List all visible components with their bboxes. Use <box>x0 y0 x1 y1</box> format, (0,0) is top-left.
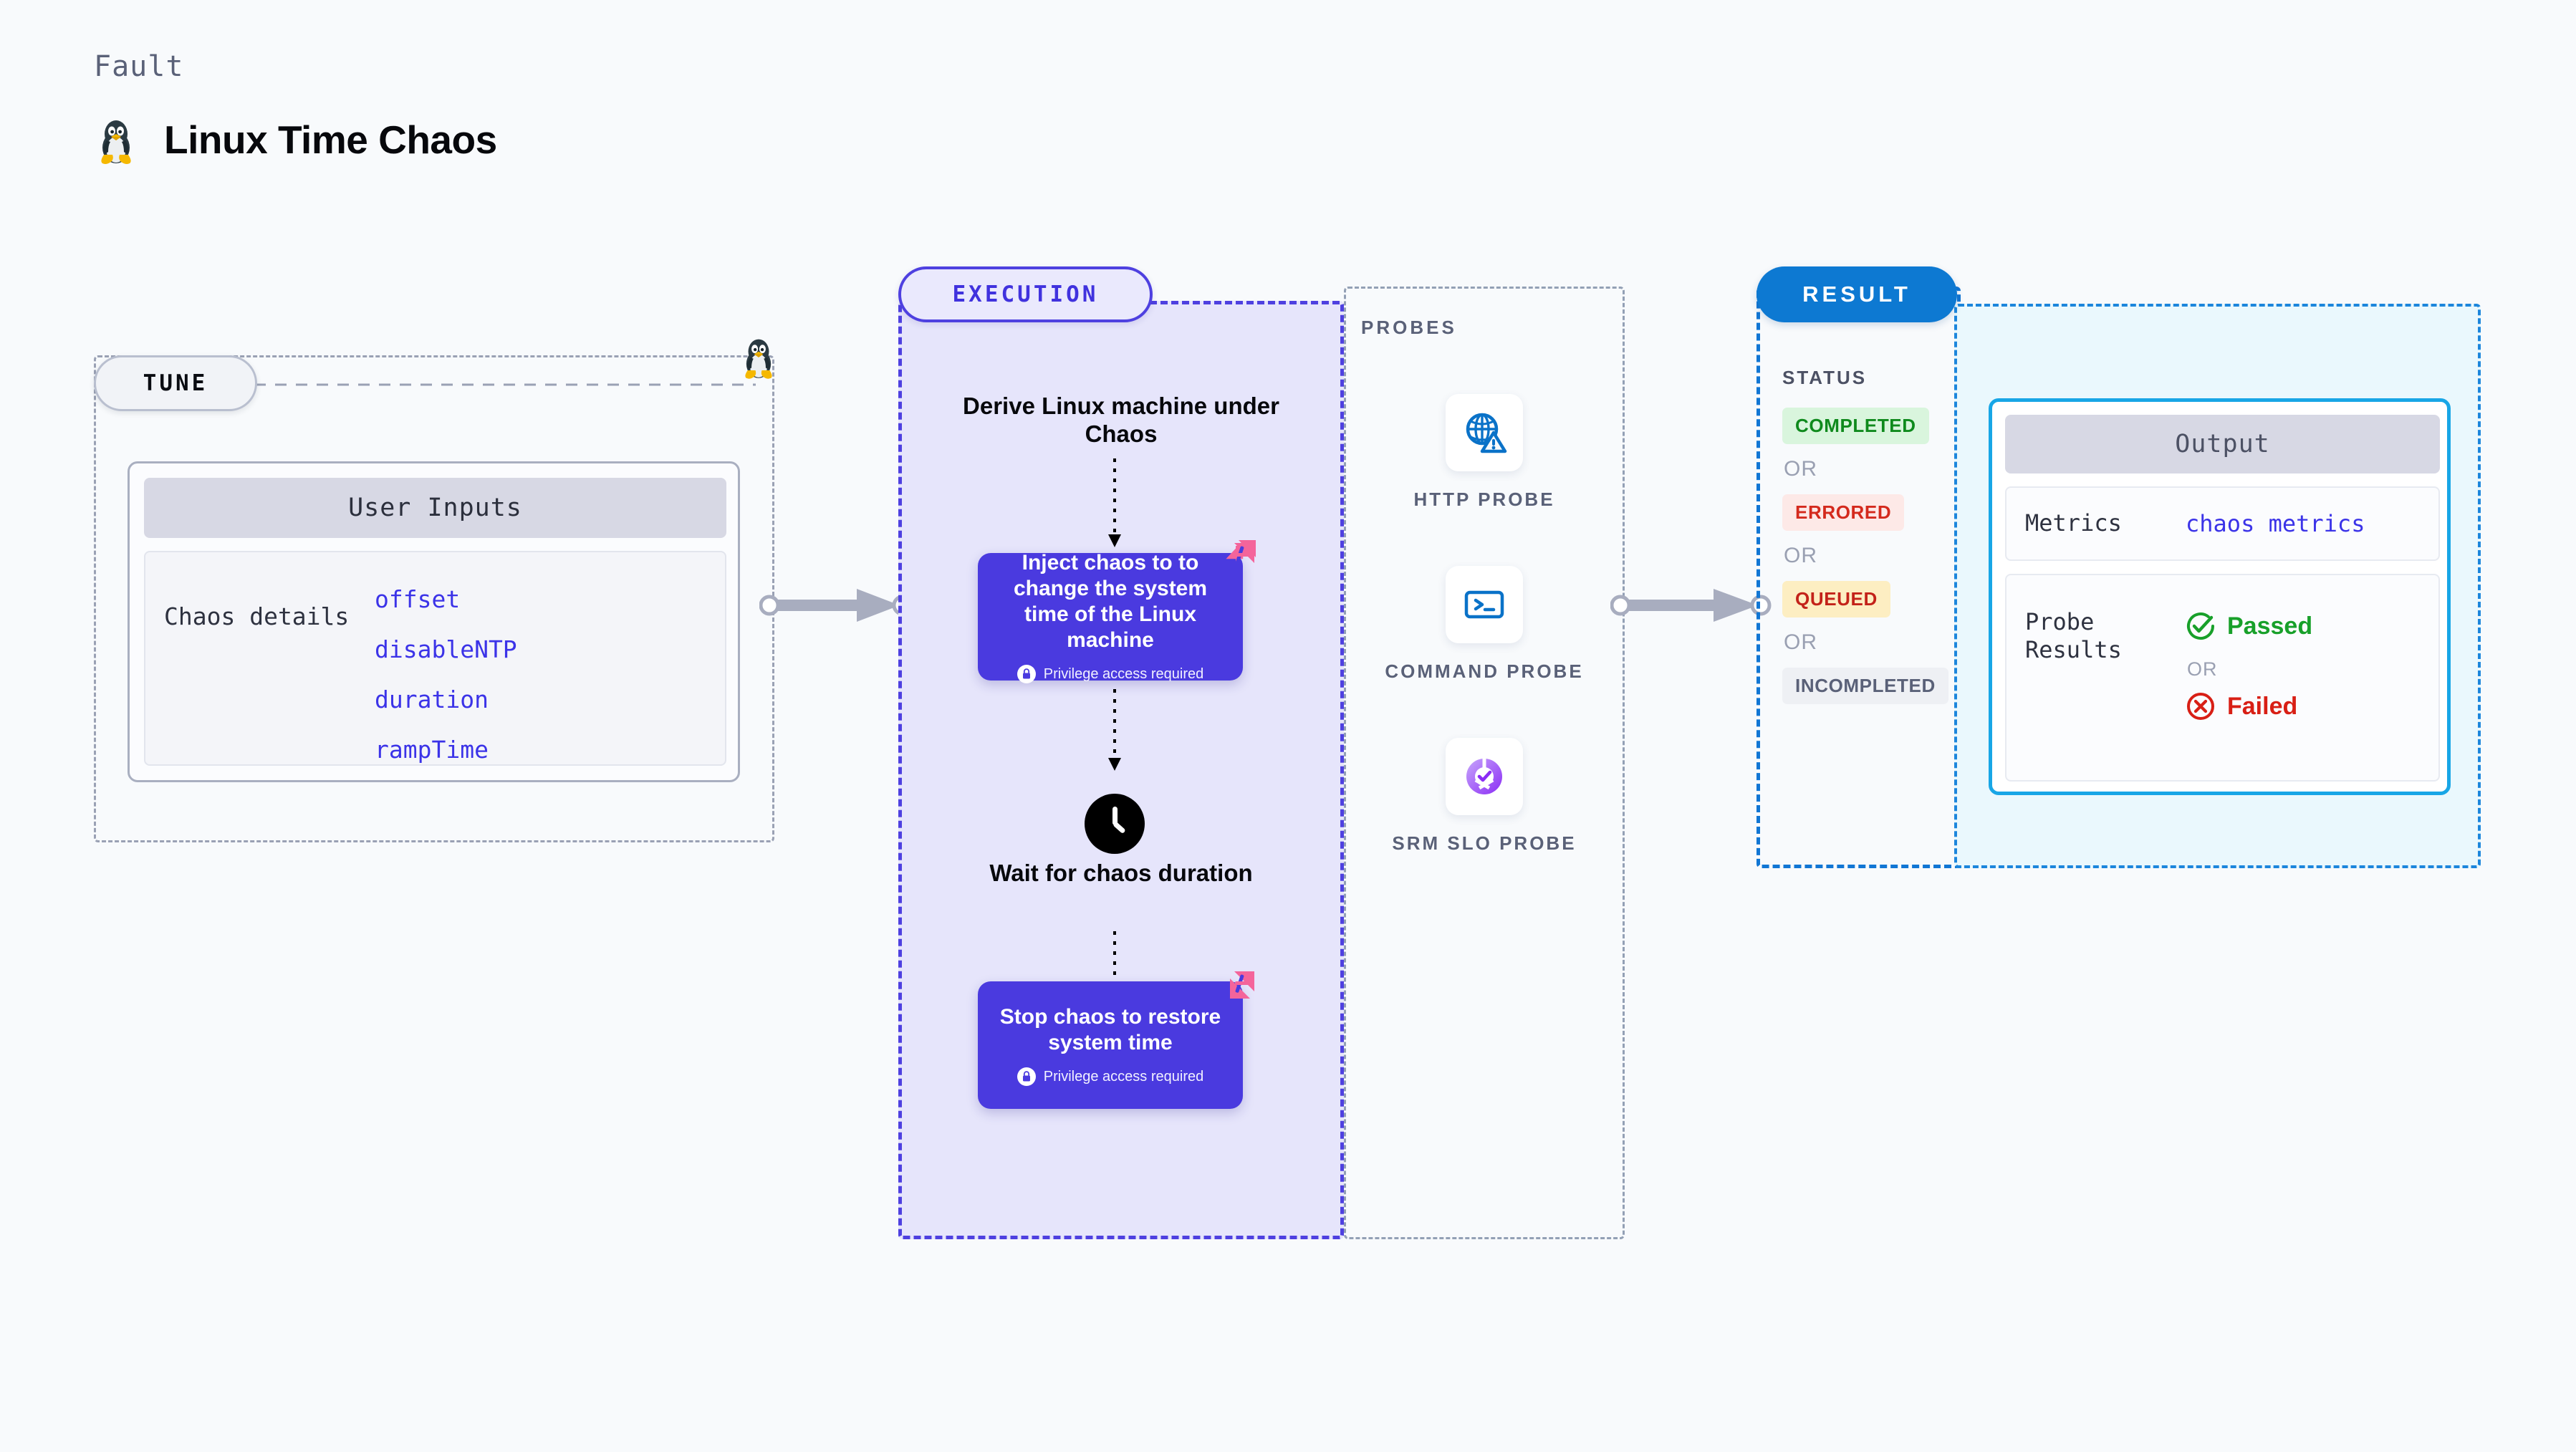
probe-http-tile <box>1446 394 1523 471</box>
output-metrics-row: Metrics chaos metrics <box>2005 486 2440 561</box>
result-badge[interactable]: RESULT <box>1756 266 1957 322</box>
lock-icon <box>1017 665 1036 683</box>
privilege-note-inject: Privilege access required <box>1017 665 1203 683</box>
user-inputs-card: User Inputs Chaos details offset disable… <box>128 461 740 782</box>
x-circle-icon <box>2187 693 2214 720</box>
status-or-2: OR <box>1784 544 1817 567</box>
status-badge-queued: QUEUED <box>1782 581 1890 617</box>
harness-logo-icon <box>1226 540 1256 564</box>
execution-badge[interactable]: EXECUTION <box>898 266 1153 322</box>
privilege-note-stop-text: Privilege access required <box>1043 1068 1204 1085</box>
probe-srm-slo-name: SRM SLO PROBE <box>1392 832 1577 854</box>
probes-group-boundary <box>1344 287 1625 1239</box>
tune-top-dashed-line <box>254 383 756 386</box>
output-probe-results-row: Probe Results Passed OR Failed <box>2005 574 2440 782</box>
probe-srm-slo-tile <box>1446 738 1523 815</box>
fault-title-row: Linux Time Chaos <box>94 115 497 165</box>
probe-result-passed: Passed <box>2186 611 2312 641</box>
probe-result-or: OR <box>2187 658 2218 680</box>
page-title: Linux Time Chaos <box>164 117 497 162</box>
output-card: Output Metrics chaos metrics Probe Resul… <box>1989 398 2451 795</box>
execution-card-stop-text: Stop chaos to restore system time <box>999 1005 1221 1054</box>
execution-card-stop-chaos[interactable]: Stop chaos to restore system time Privil… <box>978 971 1254 1109</box>
harness-logo-icon <box>1230 971 1254 999</box>
probe-command-name: COMMAND PROBE <box>1385 660 1584 682</box>
tux-penguin-icon <box>101 120 131 164</box>
status-badge-errored: ERRORED <box>1782 494 1905 531</box>
status-title: STATUS <box>1782 367 1868 388</box>
probe-http[interactable]: HTTP PROBE <box>1377 394 1592 512</box>
lock-icon <box>1017 1067 1036 1086</box>
probe-results-label: Probe Results <box>2025 608 2122 664</box>
probe-command-tile <box>1446 566 1523 643</box>
execution-card-inject-chaos[interactable]: Inject chaos to to change the system tim… <box>978 540 1256 683</box>
probe-result-failed-label: Failed <box>2227 692 2298 720</box>
metrics-value[interactable]: chaos metrics <box>2186 510 2365 537</box>
status-or-1: OR <box>1784 457 1817 481</box>
probe-command[interactable]: COMMAND PROBE <box>1377 566 1592 684</box>
probe-http-name: HTTP PROBE <box>1413 489 1555 510</box>
execution-card-inject-text: Inject chaos to to change the system tim… <box>1013 551 1208 652</box>
status-or-3: OR <box>1784 630 1817 654</box>
execution-step-wait-title: Wait for chaos duration <box>989 860 1253 886</box>
execution-arrow-1 <box>1108 458 1121 547</box>
fault-eyebrow-label: Fault <box>94 50 184 83</box>
metrics-label: Metrics <box>2025 509 2122 537</box>
param-ramptime[interactable]: rampTime <box>375 736 489 764</box>
execution-step-derive-title: Derive Linux machine under Chaos <box>963 393 1279 447</box>
output-header: Output <box>2005 415 2440 473</box>
user-inputs-body: Chaos details offset disableNTP duration… <box>144 551 726 766</box>
param-duration[interactable]: duration <box>375 686 489 713</box>
param-disablentp[interactable]: disableNTP <box>375 635 517 663</box>
user-inputs-header: User Inputs <box>144 478 726 538</box>
privilege-note-inject-text: Privilege access required <box>1043 665 1204 682</box>
status-column: STATUS COMPLETED OR ERRORED OR QUEUED OR… <box>1782 367 1948 704</box>
status-badge-incompleted: INCOMPLETED <box>1782 668 1948 704</box>
param-offset[interactable]: offset <box>375 585 461 613</box>
chaos-details-label: Chaos details <box>164 602 350 630</box>
probe-result-failed: Failed <box>2186 691 2297 721</box>
check-circle-icon <box>2187 612 2214 640</box>
arrow-tune-to-execution <box>759 589 913 622</box>
probe-srm-slo[interactable]: SRM SLO PROBE <box>1377 738 1592 856</box>
status-badge-completed: COMPLETED <box>1782 408 1929 444</box>
chaos-details-parameter-list: offset disableNTP duration rampTime <box>375 585 517 764</box>
tux-penguin-marker-icon <box>745 339 772 379</box>
probe-result-passed-label: Passed <box>2227 612 2313 640</box>
privilege-note-stop: Privilege access required <box>1017 1067 1203 1086</box>
arrow-probes-to-result <box>1610 589 1772 622</box>
slo-donut-check-icon <box>1466 757 1502 794</box>
clock-icon <box>1085 794 1145 854</box>
tune-badge[interactable]: TUNE <box>94 355 257 411</box>
probes-label: PROBES <box>1361 317 1457 338</box>
terminal-prompt-icon <box>1464 590 1504 619</box>
globe-warning-icon <box>1466 413 1507 453</box>
execution-arrow-2 <box>1108 689 1121 771</box>
